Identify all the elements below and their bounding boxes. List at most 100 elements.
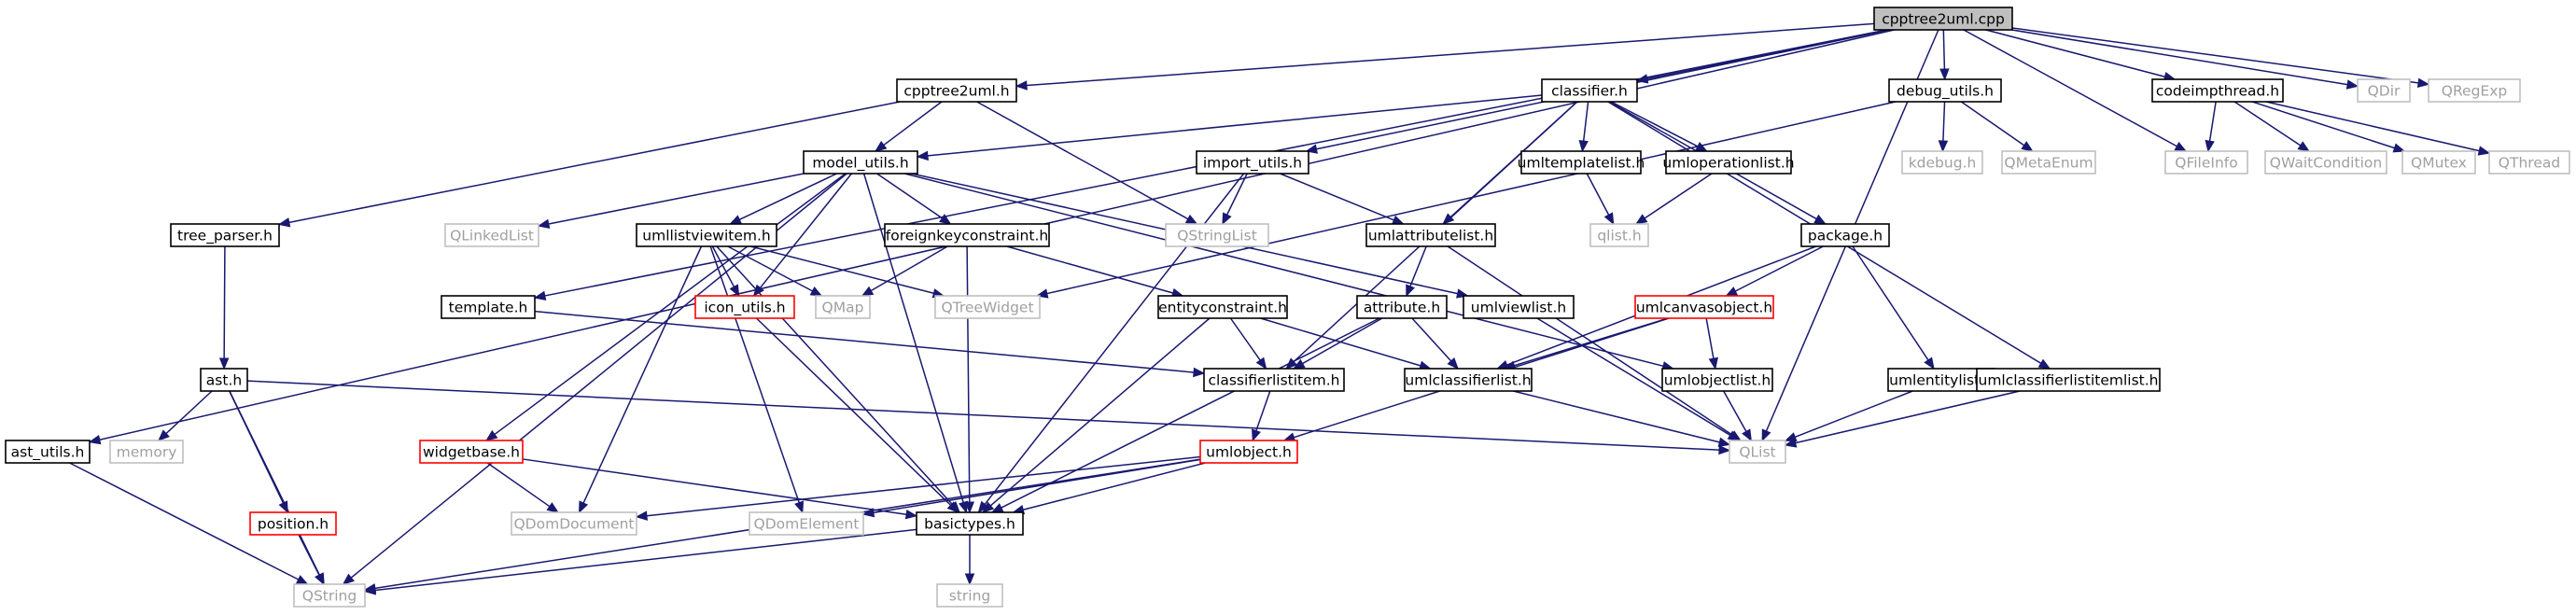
node-label-umlobjectlist_h: umlobjectlist.h [1664,372,1771,389]
node-umlviewlist_h[interactable]: umlviewlist.h [1463,295,1575,319]
arrowhead-import_utils_h-to-basictypes_h [977,500,989,514]
edge-umllistviewitem_h-to-QMap [727,245,813,292]
node-umlclassifierlist_h[interactable]: umlclassifierlist.h [1404,368,1533,392]
node-basictypes_h[interactable]: basictypes.h [916,511,1024,536]
arrowhead-attribute_h-to-basictypes_h [990,503,1004,513]
node-qlist_h: qlist.h [1589,223,1649,247]
arrowhead-debug_utils_h-to-kdebug_h [1938,140,1949,153]
arrowhead-foreignkeyconstraint_h-to-QMap [861,286,875,297]
edge-codeimpthread_h-to-QFileInfo [2208,101,2217,142]
node-box-widgetbase_h [419,440,524,464]
edge-model_utils_h-to-icon_utils_h [759,173,852,288]
node-box-codeimpthread_h [2151,78,2284,103]
arrowhead-umllistviewitem_h-to-QDomDocument [578,500,589,514]
node-box-QDomDocument [511,511,637,536]
arrowhead-cpptree2uml_cpp-to-ast_utils_h [88,435,102,445]
node-umlcanvasobject_h[interactable]: umlcanvasobject.h [1634,295,1774,319]
node-box-umllistviewitem_h [636,223,777,247]
node-umlclassifierlistitemlist_h[interactable]: umlclassifierlistitemlist.h [1976,368,2161,392]
arrowhead-cpptree2uml_cpp-to-template_h [533,290,547,301]
edge-umloperationlist_h-to-qlist_h [1644,173,1713,219]
node-label-QRegExp: QRegExp [2442,83,2507,100]
node-label-umlobject_h: umlobject.h [1206,444,1292,461]
node-label-QList: QList [1739,444,1775,461]
arrowhead-classifierlistitem_h-to-umlobject_h [1252,428,1261,442]
node-umlattributelist_h[interactable]: umlattributelist.h [1365,223,1496,247]
node-icon_utils_h[interactable]: icon_utils.h [694,295,795,319]
node-umlobjectlist_h[interactable]: umlobjectlist.h [1661,368,1773,392]
node-classifierlistitem_h[interactable]: classifierlistitem.h [1203,368,1345,392]
node-debug_utils_h[interactable]: debug_utils.h [1888,78,2002,103]
arrowhead-ast_h-to-QList [1718,444,1731,455]
node-box-QStringList [1165,223,1269,247]
edge-widgetbase_h-to-QDomDocument [486,462,551,508]
arrowhead-cpptree2uml_h-to-QStringList [1184,214,1198,225]
node-label-umlattributelist_h: umlattributelist.h [1368,228,1493,245]
node-box-cpptree2uml_h [896,78,1017,103]
arrowhead-widgetbase_h-to-basictypes_h [904,509,918,520]
node-label-QWaitCondition: QWaitCondition [2270,155,2382,172]
edge-umllistviewitem_h-to-icon_utils_h [711,245,735,287]
node-umloperationlist_h[interactable]: umloperationlist.h [1662,150,1795,175]
node-kdebug_h: kdebug.h [1901,150,1983,175]
node-box-umlclassifierlistitemlist_h [1976,368,2161,392]
node-box-QList [1729,440,1786,464]
node-label-QDomDocument: QDomDocument [513,516,634,533]
arrowhead-umlcanvasobject_h-to-umlobjectlist_h [1708,356,1718,370]
node-ast_utils_h[interactable]: ast_utils.h [5,440,91,464]
node-codeimpthread_h[interactable]: codeimpthread.h [2151,78,2284,103]
node-label-QString: QString [302,588,357,605]
node-label-umllistviewitem_h: umllistviewitem.h [642,228,770,245]
node-umltemplatelist_h[interactable]: umltemplatelist.h [1518,150,1645,175]
node-label-umloperationlist_h: umloperationlist.h [1662,155,1794,172]
arrowhead-icon_utils_h-to-basictypes_h [946,501,959,513]
node-entityconstraint_h[interactable]: entityconstraint.h [1157,295,1288,319]
node-template_h[interactable]: template.h [441,295,536,319]
edge-umllistviewitem_h-to-QDomDocument [582,245,703,504]
node-box-umlviewlist_h [1463,295,1575,319]
node-package_h[interactable]: package.h [1800,223,1890,247]
edge-cpptree2uml_cpp-to-QFileInfo [1963,29,2177,147]
node-tree_parser_h[interactable]: tree_parser.h [170,223,280,247]
arrowhead-widgetbase_h-to-QDomDocument [546,502,559,513]
arrowhead-model_utils_h-to-widgetbase_h [485,429,498,441]
node-box-classifierlistitem_h [1203,368,1345,392]
node-label-classifier_h: classifier.h [1551,83,1628,100]
arrowhead-cpptree2uml_h-to-tree_parser_h [277,217,291,228]
node-umlobject_h[interactable]: umlobject.h [1199,440,1298,464]
node-cpptree2uml_cpp[interactable]: cpptree2uml.cpp [1873,7,2013,31]
node-box-qlist_h [1589,223,1649,247]
node-ast_h[interactable]: ast.h [200,368,248,392]
arrowhead-cpptree2uml_cpp-to-QList [1761,428,1771,442]
node-label-model_utils_h: model_utils.h [812,155,908,173]
node-label-attribute_h: attribute.h [1364,300,1440,316]
node-position_h[interactable]: position.h [249,511,337,536]
node-box-umlcanvasobject_h [1634,295,1774,319]
edge-attribute_h-to-umlclassifierlist_h [1411,317,1452,362]
node-box-classifier_h [1541,78,1638,103]
node-box-QRegExp [2428,78,2521,103]
node-box-position_h [249,511,337,536]
node-attribute_h[interactable]: attribute.h [1356,295,1448,319]
arrowhead-classifier_h-to-umltemplatelist_h [1578,139,1589,153]
node-cpptree2uml_h[interactable]: cpptree2uml.h [896,78,1017,103]
node-model_utils_h[interactable]: model_utils.h [803,150,918,175]
node-box-model_utils_h [803,150,918,175]
edge-umlobject_h-to-basictypes_h [1023,462,1206,510]
node-classifier_h[interactable]: classifier.h [1541,78,1638,103]
edge-entityconstraint_h-to-classifierlistitem_h [1229,317,1261,361]
arrowhead-codeimpthread_h-to-QMutex [2392,143,2406,153]
arrowhead-cpptree2uml_cpp-to-debug_utils_h [1939,68,1950,81]
node-umllistviewitem_h[interactable]: umllistviewitem.h [636,223,777,247]
node-QList: QList [1729,440,1786,464]
node-import_utils_h[interactable]: import_utils.h [1196,150,1309,175]
node-foreignkeyconstraint_h[interactable]: foreignkeyconstraint.h [884,223,1050,247]
node-QMap: QMap [815,295,871,319]
node-widgetbase_h[interactable]: widgetbase.h [419,440,524,464]
node-box-QThread [2488,150,2570,175]
node-label-QLinkedList: QLinkedList [450,228,534,245]
node-label-umlentitylist_h: umlentitylist.h [1889,372,1994,389]
arrowhead-import_utils_h-to-umlattributelist_h [1391,215,1405,225]
edge-position_h-to-QString [298,534,320,576]
